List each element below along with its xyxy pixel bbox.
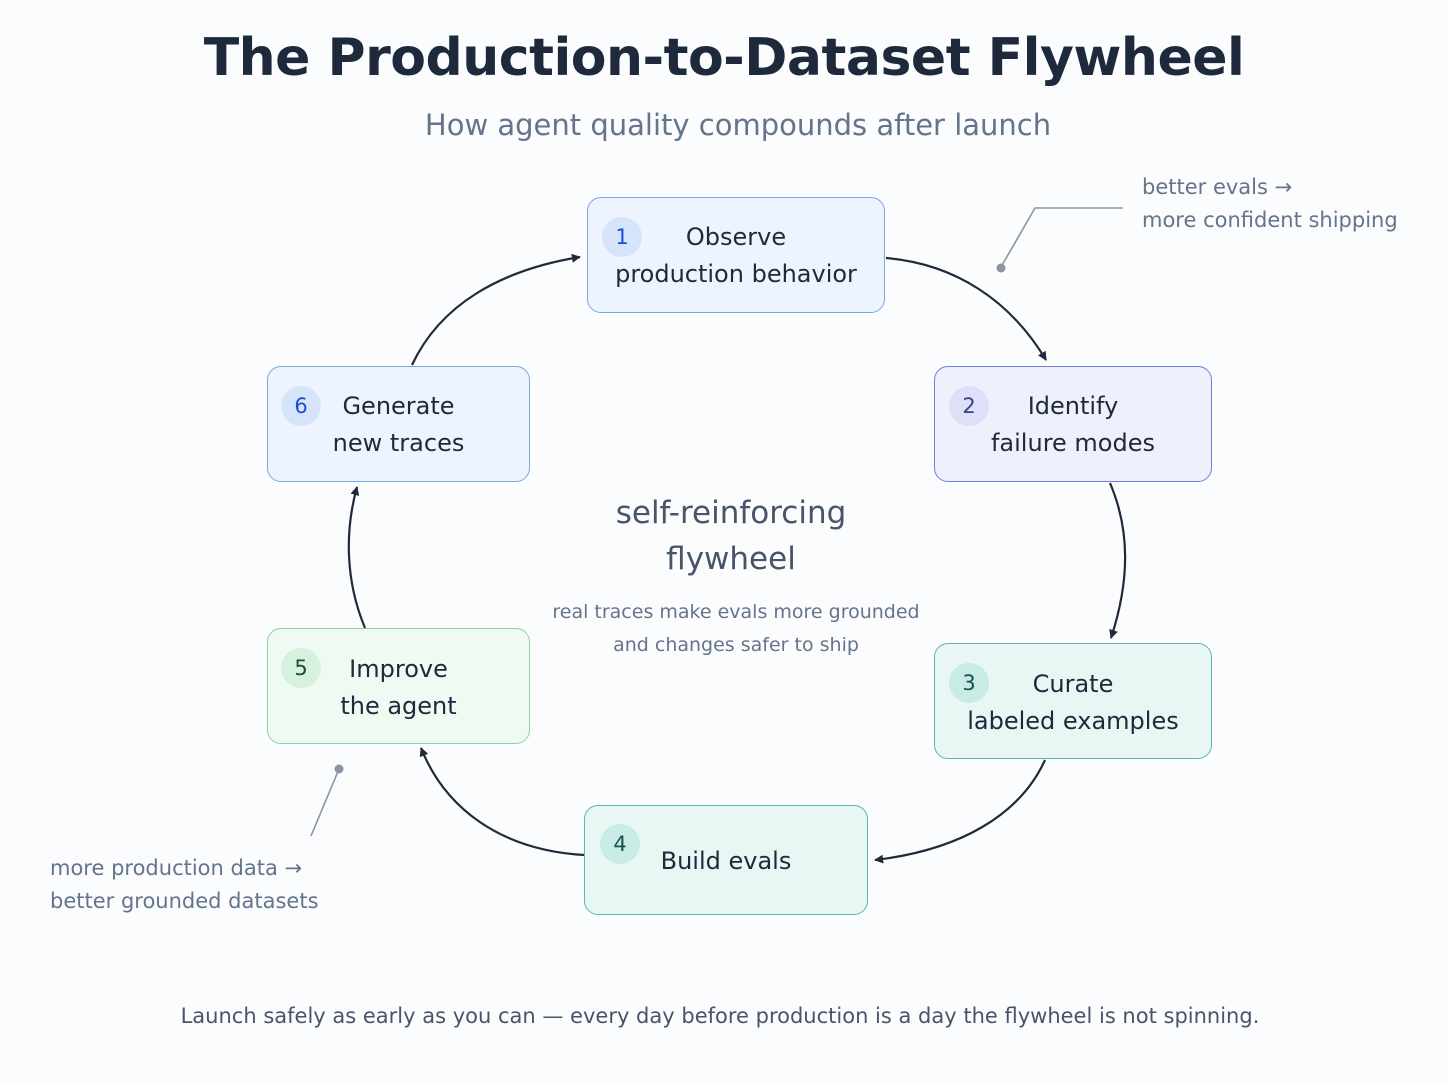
- note-top-right-line2: more confident shipping: [1142, 208, 1398, 232]
- step-label-line2: labeled examples: [967, 707, 1179, 735]
- step-label-line2: new traces: [332, 429, 465, 457]
- step-label-line1: Observe: [685, 223, 787, 251]
- footer-caption: Launch safely as early as you can — ever…: [180, 1004, 1260, 1028]
- step-improve: 5 Improve the agent: [267, 628, 530, 744]
- step-number-badge: 1: [602, 217, 642, 257]
- arrow-1-to-2: [885, 256, 1047, 361]
- step-number-badge: 5: [281, 648, 321, 688]
- step-label-line1: Build evals: [660, 847, 792, 875]
- step-curate: 3 Curate labeled examples: [934, 643, 1212, 759]
- step-label-line2: the agent: [340, 692, 457, 720]
- arrow-4-to-5: [419, 747, 585, 857]
- center-title-line1: self-reinforcing: [615, 495, 847, 531]
- step-label-line1: Improve: [349, 655, 448, 683]
- step-identify: 2 Identify failure modes: [934, 366, 1212, 482]
- arrow-5-to-6: [347, 486, 367, 629]
- step-build-evals: 4 Build evals: [584, 805, 868, 915]
- step-label-line2: production behavior: [615, 260, 857, 288]
- step-label-line1: Identify: [1027, 392, 1119, 420]
- page-subtitle: How agent quality compounds after launch: [424, 108, 1052, 142]
- step-observe: 1 Observe production behavior: [587, 197, 885, 313]
- note-top-right-line1: better evals →: [1142, 175, 1293, 199]
- step-label-line2: failure modes: [990, 429, 1155, 457]
- note-bottom-left: more production data → better grounded d…: [50, 852, 319, 918]
- center-subtitle-line1: real traces make evals more grounded: [552, 601, 920, 623]
- leader-dot-bottom-left: [334, 764, 344, 774]
- step-generate: 6 Generate new traces: [267, 366, 530, 482]
- step-number-badge: 4: [600, 824, 640, 864]
- step-number-badge: 3: [949, 663, 989, 703]
- arrow-3-to-4: [874, 759, 1047, 864]
- leader-line-bottom-left: [310, 768, 340, 837]
- leader-dot-top-right: [996, 263, 1006, 273]
- step-number-badge: 6: [281, 386, 321, 426]
- center-title-line2: flywheel: [666, 541, 796, 577]
- note-bottom-left-line2: better grounded datasets: [50, 889, 319, 913]
- center-subtitle: real traces make evals more grounded and…: [531, 596, 941, 662]
- step-label-line1: Generate: [342, 392, 455, 420]
- step-number-badge: 2: [949, 386, 989, 426]
- arrow-6-to-1: [411, 253, 581, 366]
- arrow-2-to-3: [1108, 482, 1127, 639]
- center-title: self-reinforcing flywheel: [531, 490, 931, 582]
- note-top-right: better evals → more confident shipping: [1142, 171, 1398, 237]
- note-bottom-left-line1: more production data →: [50, 856, 303, 880]
- center-subtitle-line2: and changes safer to ship: [613, 634, 859, 656]
- page-title: The Production-to-Dataset Flywheel: [203, 28, 1245, 88]
- leader-line-top-right: [1000, 207, 1123, 268]
- step-label-line1: Curate: [1032, 670, 1114, 698]
